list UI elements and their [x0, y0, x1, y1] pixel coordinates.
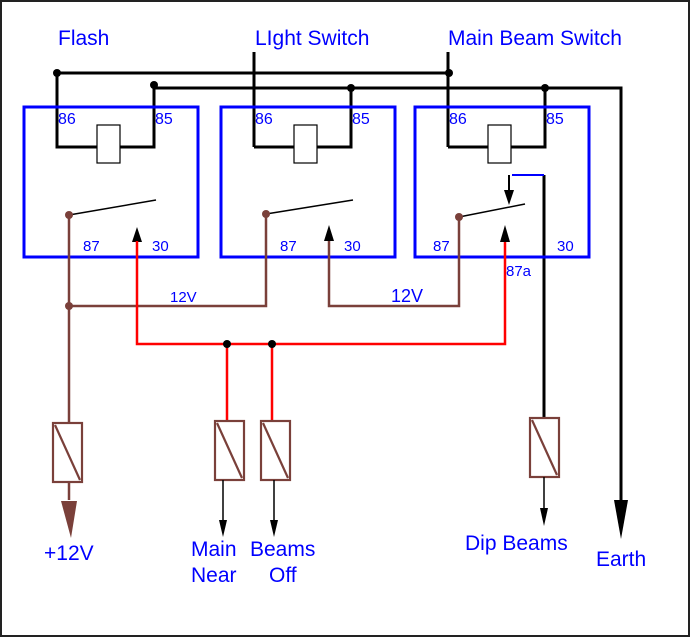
junction-dot [150, 81, 158, 89]
relay3-nc-arrow [504, 190, 514, 205]
relay1-pin87-label: 87 [83, 238, 100, 255]
relay1-pin86-label: 86 [58, 111, 76, 128]
plus12v-label: +12V [44, 542, 94, 565]
relay3-coil [487, 124, 512, 164]
supply-wiring [67, 214, 461, 500]
switched-wiring [135, 241, 507, 421]
flash-relay-box [22, 105, 200, 259]
control-junctions [53, 69, 549, 92]
junction-dot [53, 69, 61, 77]
dip-beams-arrow-icon [540, 508, 548, 526]
wire-label-12v-right: 12V [391, 286, 423, 306]
relay1-pin85-wire [120, 88, 156, 149]
relay2-pin85-label: 85 [352, 111, 370, 128]
near-arrow-icon [219, 520, 227, 537]
contact-arrowheads [132, 190, 514, 242]
junction-dot [65, 211, 73, 219]
main-beam-near-fuse [213, 419, 246, 482]
relay1-30-arrow [132, 227, 142, 242]
relay2-pin85-wire [317, 88, 353, 149]
relay2-to-relay3-wire [327, 217, 461, 308]
junction-dot [262, 210, 270, 218]
relay1-pin-labels: 86 85 87 30 [58, 111, 173, 255]
junction-dot [268, 340, 276, 348]
junction-dot [347, 84, 355, 92]
relay2-pin-labels: 86 85 87 30 [255, 111, 370, 255]
junction-dot [223, 340, 231, 348]
relay2-30-arrow [324, 225, 334, 241]
relay-boxes [22, 105, 591, 259]
supply-to-relay2-wire [69, 214, 268, 308]
relay3-pin30-label: 30 [557, 238, 574, 255]
relay3-pin86-label: 86 [449, 111, 467, 128]
relay2-pin30-label: 30 [344, 238, 361, 255]
relay1-coil [96, 124, 121, 164]
relay2-coil [293, 124, 318, 164]
wire-label-12v-left: 12V [170, 289, 197, 306]
junction-dot [65, 302, 73, 310]
earth-bus [154, 86, 623, 500]
fuses [51, 416, 561, 484]
relay-switch-arms [68, 199, 526, 218]
beams-label: Beams [250, 538, 315, 561]
relay1-pin85-label: 85 [155, 111, 173, 128]
junction-dot [455, 213, 463, 221]
relay1-pin86-wire [55, 73, 97, 149]
main-beam-off-fuse [259, 419, 292, 482]
relay2-pin86-label: 86 [255, 111, 273, 128]
relay3-pin85-wire [511, 88, 547, 149]
control-wiring [55, 52, 623, 500]
plus12v-arrow-icon [61, 501, 77, 538]
off-label: Off [269, 564, 297, 587]
output-wires [222, 477, 545, 520]
junction-dot [541, 84, 549, 92]
relay3-pin-labels: 86 85 87 30 87a [433, 111, 574, 280]
supply-fuse [51, 421, 84, 484]
terminal-arrows [61, 500, 628, 539]
light-switch-label: LIght Switch [255, 27, 369, 50]
near-label: Near [191, 564, 237, 587]
junction-dot [445, 69, 453, 77]
supply-junctions [65, 210, 463, 310]
flash-label: Flash [58, 27, 109, 50]
main-beam-switch-label: Main Beam Switch [448, 27, 622, 50]
off-arrow-icon [270, 520, 278, 537]
dip-beams-label: Dip Beams [465, 532, 568, 555]
relay2-pin87-label: 87 [280, 238, 297, 255]
relay1-switch-arm [68, 199, 157, 216]
relay3-switch-arm [458, 203, 526, 218]
relay3-pin87-label: 87 [433, 238, 450, 255]
earth-label: Earth [596, 548, 646, 571]
relay3-pin87a-label: 87a [506, 263, 532, 280]
relay1-pin30-label: 30 [152, 238, 169, 255]
light-switch-relay-box [219, 105, 397, 259]
main-label: Main [191, 538, 237, 561]
main-beam-relay-box [413, 105, 591, 259]
relay3-87a-arrow [500, 225, 510, 242]
earth-arrow-icon [614, 500, 628, 539]
switched-bus [135, 241, 507, 346]
relay-coils [96, 124, 512, 164]
switched-junctions [223, 340, 276, 348]
relay3-pin85-label: 85 [546, 111, 564, 128]
relay2-switch-arm [265, 199, 354, 215]
dip-beam-fuse [528, 416, 561, 479]
